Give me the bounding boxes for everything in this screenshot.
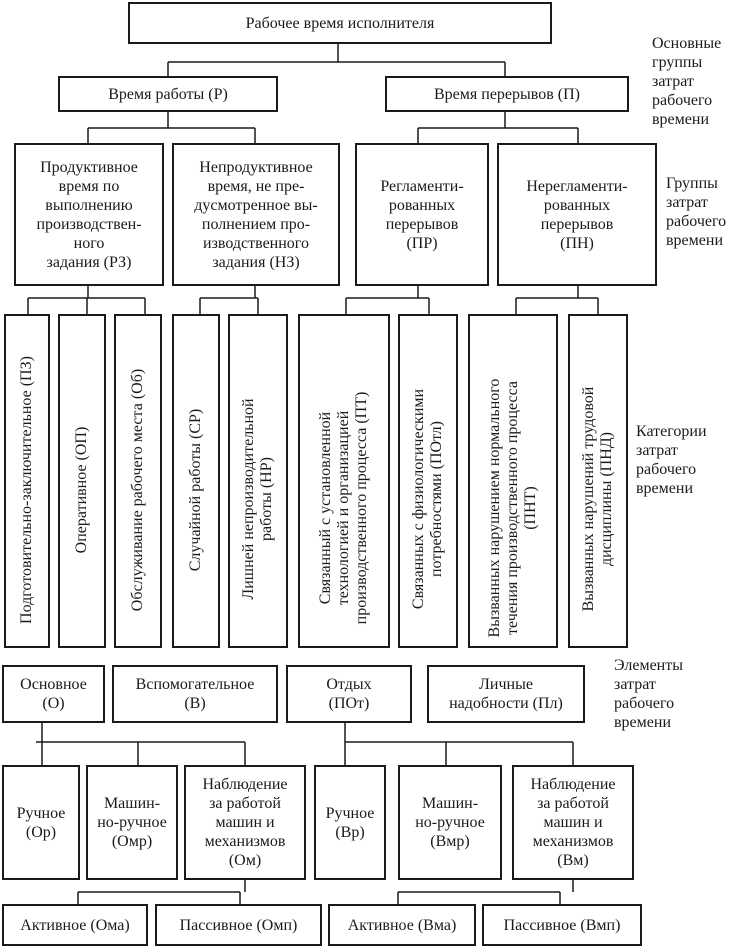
regulated-breaks-label: Регламенти- рованных перерывов (ПР) xyxy=(380,177,464,252)
category-pnd-box: Вызванных нарушений трудовой дисциплины … xyxy=(568,314,628,648)
category-pt-label: Связанный с установленной технологией и … xyxy=(317,391,370,625)
sub-manual-v-box: Ручное (Вр) xyxy=(314,765,386,880)
side-label-categories: Категории затрат рабочего времени xyxy=(636,423,707,497)
element-auxiliary-label: Вспомогательное (В) xyxy=(135,676,255,712)
leaf-active-v-label: Активное (Вма) xyxy=(347,916,457,934)
unregulated-breaks-label: Нерегламенти- рованных перерывов (ПН) xyxy=(526,177,628,252)
element-main-box: Основное (О) xyxy=(2,665,105,723)
sub-manual-o-box: Ручное (Ор) xyxy=(2,765,80,880)
category-pnt-label: Вызванных нарушением нормального течения… xyxy=(486,378,539,638)
sub-manual-v-label: Ручное (Вр) xyxy=(325,804,375,841)
category-op-label: Оперативное (ОП) xyxy=(73,426,90,554)
element-rest-label: Отдых (ПОт) xyxy=(326,676,372,712)
sub-observation-v-label: Наблюдение за работой машин и механизмов… xyxy=(530,776,616,869)
element-personal-box: Личные надобности (Пл) xyxy=(427,665,585,723)
root-box: Рабочее время исполнителя xyxy=(128,2,552,44)
side-label-main-groups: Основные группы затрат рабочего времени xyxy=(652,35,722,128)
leaf-active-o-box: Активное (Ома) xyxy=(2,904,148,946)
leaf-passive-v-label: Пассивное (Вмп) xyxy=(503,916,621,934)
category-ob-box: Обслуживание рабочего места (Об) xyxy=(114,314,162,648)
sub-observation-o-label: Наблюдение за работой машин и механизмов… xyxy=(202,776,288,869)
work-time-label: Время работы (Р) xyxy=(108,85,228,103)
category-sr-label: Случайной работы (СР) xyxy=(187,408,204,572)
leaf-passive-o-box: Пассивное (Омп) xyxy=(155,904,322,946)
unproductive-time-label: Непродуктивное время, не пре- дусмотренн… xyxy=(194,158,318,271)
sub-observation-o-box: Наблюдение за работой машин и механизмов… xyxy=(184,765,306,880)
productive-time-box: Продуктивное время по выполнению произво… xyxy=(14,143,164,286)
category-potl-label: Связанных с физиологическими потребностя… xyxy=(410,388,445,610)
sub-manual-o-label: Ручное (Ор) xyxy=(16,804,66,841)
leaf-active-o-label: Активное (Ома) xyxy=(20,916,130,934)
element-main-label: Основное (О) xyxy=(20,676,87,712)
unproductive-time-box: Непродуктивное время, не пре- дусмотренн… xyxy=(172,143,340,286)
work-time-box: Время работы (Р) xyxy=(58,76,278,112)
root-label: Рабочее время исполнителя xyxy=(245,14,435,32)
break-time-label: Время перерывов (П) xyxy=(434,85,580,103)
sub-observation-v-box: Наблюдение за работой машин и механизмов… xyxy=(512,765,634,880)
break-time-box: Время перерывов (П) xyxy=(385,76,629,112)
category-pz-box: Подготовительно-заключительное (ПЗ) xyxy=(4,314,50,648)
leaf-active-v-box: Активное (Вма) xyxy=(328,904,476,946)
sub-machine-manual-o-box: Машин- но-ручное (Омр) xyxy=(86,765,178,880)
element-auxiliary-box: Вспомогательное (В) xyxy=(112,665,278,723)
element-personal-label: Личные надобности (Пл) xyxy=(449,676,563,712)
unregulated-breaks-box: Нерегламенти- рованных перерывов (ПН) xyxy=(497,143,657,286)
category-ob-label: Обслуживание рабочего места (Об) xyxy=(129,368,146,612)
category-pz-label: Подготовительно-заключительное (ПЗ) xyxy=(18,356,35,624)
category-pnt-box: Вызванных нарушением нормального течения… xyxy=(468,314,558,648)
category-potl-box: Связанных с физиологическими потребностя… xyxy=(398,314,458,648)
leaf-passive-v-box: Пассивное (Вмп) xyxy=(482,904,642,946)
leaf-passive-o-label: Пассивное (Омп) xyxy=(179,916,298,934)
productive-time-label: Продуктивное время по выполнению произво… xyxy=(36,158,142,271)
category-op-box: Оперативное (ОП) xyxy=(58,314,106,648)
category-pt-box: Связанный с установленной технологией и … xyxy=(298,314,390,648)
sub-machine-manual-v-box: Машин- но-ручное (Вмр) xyxy=(398,765,502,880)
category-nr-box: Лишней непроизводительной работы (НР) xyxy=(228,314,288,648)
category-pnd-label: Вызванных нарушений трудовой дисциплины … xyxy=(580,386,615,612)
sub-machine-manual-v-label: Машин- но-ручное (Вмр) xyxy=(415,795,485,850)
element-rest-box: Отдых (ПОт) xyxy=(286,665,412,723)
category-sr-box: Случайной работы (СР) xyxy=(172,314,220,648)
regulated-breaks-box: Регламенти- рованных перерывов (ПР) xyxy=(355,143,489,286)
side-label-elements: Элементы затрат рабочего времени xyxy=(614,657,683,731)
category-nr-label: Лишней непроизводительной работы (НР) xyxy=(240,398,275,600)
sub-machine-manual-o-label: Машин- но-ручное (Омр) xyxy=(97,795,167,850)
side-label-groups: Группы затрат рабочего времени xyxy=(666,175,727,249)
